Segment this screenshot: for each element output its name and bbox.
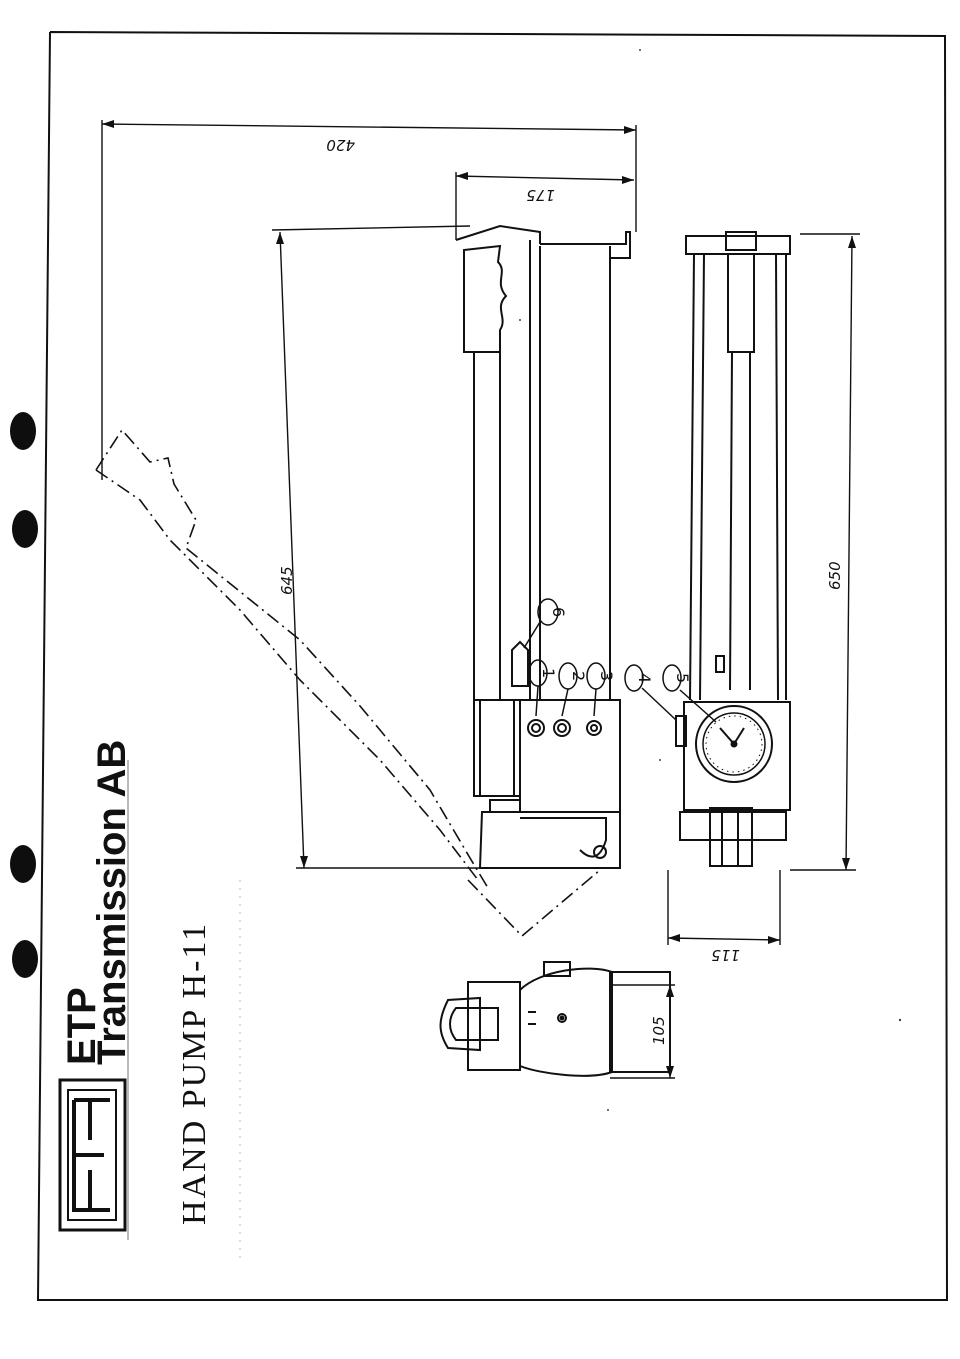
pressure-gauge-icon	[695, 705, 773, 783]
dim-overall-width: 420	[326, 136, 355, 154]
callout-3: 3	[597, 671, 616, 681]
top-view	[675, 231, 791, 867]
dim-side-length: 645	[278, 566, 296, 595]
punch-hole-3	[10, 845, 36, 883]
brand-company-line1: ETP	[60, 987, 104, 1065]
callout-2: 2	[569, 671, 588, 681]
end-view	[439, 961, 671, 1077]
brand-company-line2: Transmission AB	[90, 740, 134, 1065]
punch-hole-4	[12, 940, 38, 978]
drawing-title: HAND PUMP H-11	[176, 922, 213, 1225]
dim-top-length: 650	[826, 561, 844, 590]
dim-handle-offset: 175	[526, 186, 555, 204]
side-view	[455, 224, 631, 869]
title-block: ETP Transmission AB HAND PUMP H-11	[58, 740, 241, 1260]
scan-specks	[519, 49, 902, 1111]
sheet-frame	[36, 31, 949, 1301]
dim-end-width: 105	[650, 1016, 668, 1045]
callout-1: 1	[539, 668, 558, 678]
dim-top-width: 115	[711, 946, 740, 964]
punch-hole-2	[12, 510, 38, 548]
callout-4: 4	[635, 673, 654, 683]
dimension-lines: 420 175 645 650 115 105	[101, 120, 860, 1079]
callout-6: 6	[549, 607, 568, 617]
etp-logo-icon	[58, 1078, 127, 1232]
callouts	[523, 598, 717, 723]
punch-hole-1	[10, 412, 36, 450]
raised-handle-phantom	[95, 428, 601, 938]
callout-5: 5	[673, 673, 692, 683]
